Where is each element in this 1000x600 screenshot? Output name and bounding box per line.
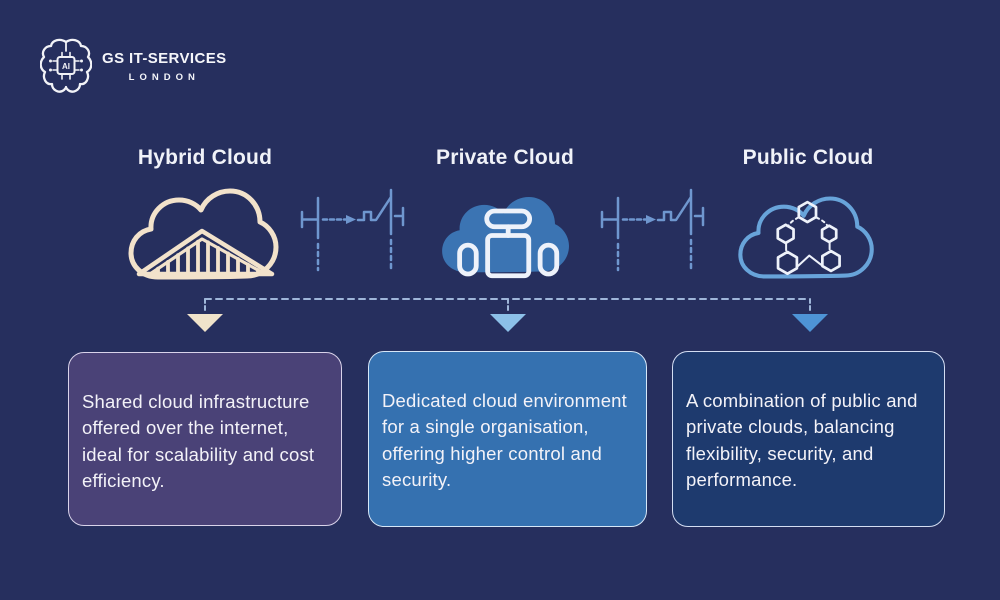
public-cloud-card: A combination of public and private clou…: [672, 351, 945, 527]
hybrid-cloud-description: Shared cloud infrastructure offered over…: [82, 391, 315, 491]
public-cloud-description: A combination of public and private clou…: [686, 390, 918, 490]
brand-name: GS IT-SERVICES: [102, 49, 227, 67]
hybrid-arrow-icon: [187, 314, 223, 332]
public-arrow-icon: [792, 314, 828, 332]
brand-logo: AI GS IT-SERVICES LONDON: [40, 38, 227, 94]
brand-location: LONDON: [128, 71, 200, 83]
private-arrow-icon: [490, 314, 526, 332]
private-cloud-card: Dedicated cloud environment for a single…: [368, 351, 647, 527]
hybrid-cloud-title: Hybrid Cloud: [137, 146, 273, 169]
flow-line-with-arrows: [187, 298, 828, 332]
hybrid-cloud-card: Shared cloud infrastructure offered over…: [68, 352, 342, 526]
ai-brain-icon: AI: [40, 38, 92, 93]
signal-arrow-connector-icon: [600, 188, 705, 272]
private-cloud-title: Private Cloud: [436, 146, 574, 169]
hybrid-cloud-bridge-icon: [128, 188, 279, 280]
private-cloud-server-icon: [442, 197, 569, 279]
private-cloud-description: Dedicated cloud environment for a single…: [382, 390, 628, 490]
svg-text:AI: AI: [62, 62, 70, 71]
public-cloud-network-icon: [738, 196, 874, 279]
public-cloud-title: Public Cloud: [742, 146, 874, 169]
signal-arrow-connector-icon: [300, 188, 405, 272]
